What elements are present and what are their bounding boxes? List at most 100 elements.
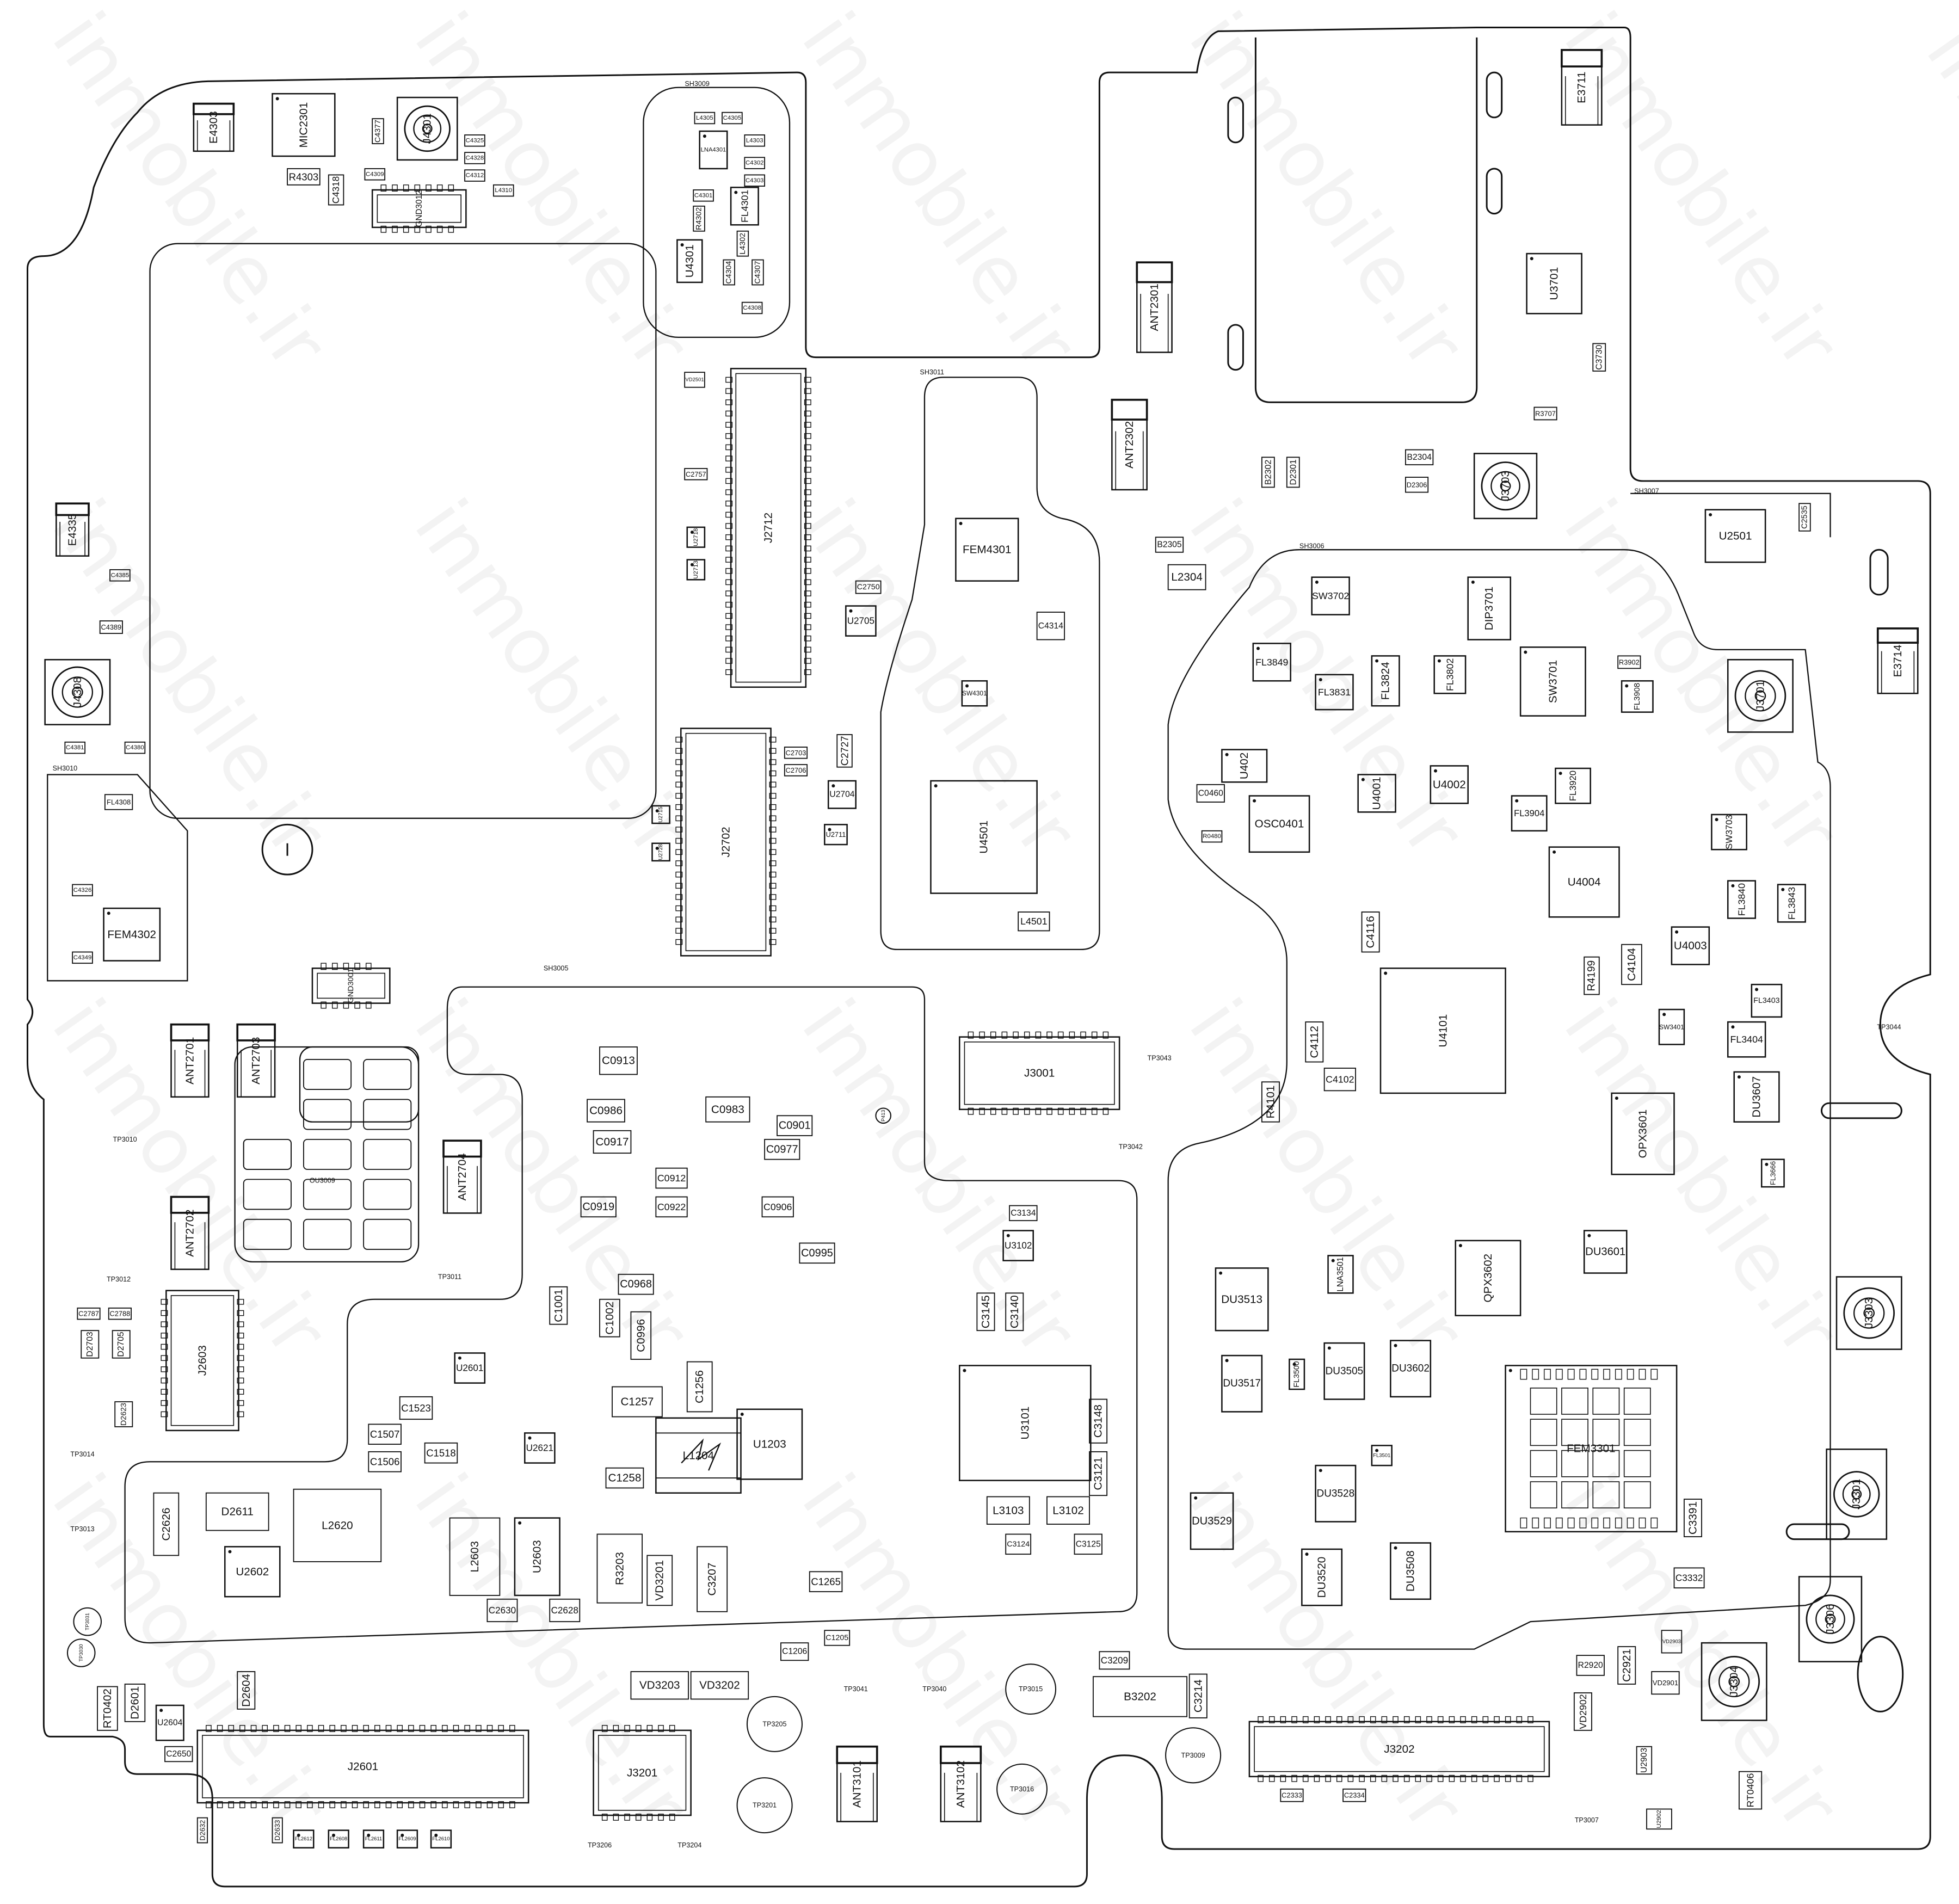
component-j3304: J3304 bbox=[1701, 1642, 1767, 1721]
component-body bbox=[368, 1424, 402, 1445]
test-point-pad bbox=[996, 1763, 1048, 1815]
component-body bbox=[72, 884, 93, 897]
test-point-label: TP3204 bbox=[677, 1841, 701, 1849]
component-label: C4116 bbox=[1364, 916, 1377, 948]
pin bbox=[1046, 1031, 1052, 1039]
pin bbox=[1532, 1369, 1539, 1380]
pin bbox=[804, 377, 811, 383]
component-label: FL4308 bbox=[107, 798, 131, 806]
component-label: GND3012 bbox=[415, 190, 424, 227]
pin1-marker bbox=[1292, 1363, 1296, 1366]
component-u2713: U2713 bbox=[686, 559, 706, 581]
component-body bbox=[449, 1517, 501, 1596]
component-label: DU3607 bbox=[1751, 1076, 1763, 1118]
component-c2706: C2706 bbox=[784, 764, 808, 777]
test-point-label: TP3010 bbox=[113, 1136, 137, 1143]
component-body bbox=[153, 1492, 180, 1556]
component-du3528: DU3528 bbox=[1315, 1464, 1357, 1523]
pin bbox=[430, 1801, 436, 1808]
component-c4377: C4377 bbox=[372, 118, 384, 144]
test-point-label: TP3013 bbox=[70, 1525, 94, 1533]
pin bbox=[804, 478, 811, 484]
pin bbox=[1291, 1774, 1297, 1782]
component-e4303: E4303 bbox=[193, 102, 235, 152]
pin bbox=[363, 1724, 369, 1732]
component-body bbox=[1505, 1365, 1678, 1533]
component-body bbox=[1646, 1808, 1672, 1830]
component-body bbox=[1188, 1673, 1208, 1718]
thermal-pad bbox=[1530, 1419, 1557, 1446]
component-label: FL3666 bbox=[1769, 1161, 1777, 1185]
test-point-tp3011: TP3011 bbox=[438, 1273, 461, 1280]
pin bbox=[1650, 1517, 1658, 1529]
pin1-marker bbox=[1515, 799, 1519, 803]
component-l2304: L2304 bbox=[1167, 564, 1206, 590]
pin bbox=[237, 1411, 244, 1418]
pin bbox=[675, 748, 683, 754]
component-body bbox=[1473, 453, 1538, 520]
pin bbox=[341, 1801, 347, 1808]
component-label: C2921 bbox=[1621, 1649, 1633, 1682]
component-label: U4003 bbox=[1674, 940, 1707, 952]
component-label: C4326 bbox=[73, 887, 92, 894]
pin bbox=[1102, 1107, 1109, 1115]
component-c4349: C4349 bbox=[72, 951, 93, 964]
ground-pad bbox=[243, 1179, 292, 1210]
rf-connector-pin bbox=[1863, 1307, 1875, 1319]
component-d2306: D2306 bbox=[1404, 477, 1429, 493]
pin bbox=[397, 1724, 403, 1732]
watermark-text: inmobile.ir bbox=[397, 0, 707, 385]
component-fl4301: FL4301 bbox=[730, 187, 759, 226]
component-c1257: C1257 bbox=[612, 1386, 663, 1418]
component-label: C0968 bbox=[620, 1278, 652, 1290]
pin bbox=[804, 399, 811, 405]
component-fl3908: FL3908 bbox=[1621, 680, 1654, 713]
component-label: C3134 bbox=[1011, 1209, 1036, 1218]
component-label: C0901 bbox=[779, 1120, 811, 1132]
component-label: C4349 bbox=[73, 954, 92, 961]
pin bbox=[1579, 1369, 1587, 1380]
pin1-marker bbox=[734, 190, 738, 194]
component-d2633: D2633 bbox=[272, 1817, 283, 1844]
pin bbox=[343, 1001, 349, 1009]
pin bbox=[1426, 1774, 1432, 1782]
component-vd3202: VD3202 bbox=[690, 1671, 749, 1700]
component-body bbox=[1315, 1464, 1357, 1523]
component-label: U2603 bbox=[531, 1540, 544, 1573]
component-label: U4004 bbox=[1568, 876, 1601, 888]
component-body bbox=[430, 1829, 452, 1848]
component-fl3920: FL3920 bbox=[1555, 767, 1591, 804]
component-body bbox=[827, 780, 857, 809]
thermal-pad bbox=[1592, 1419, 1620, 1446]
pin1-marker bbox=[828, 828, 831, 831]
component-body bbox=[824, 1630, 851, 1646]
pin bbox=[675, 770, 683, 777]
pin bbox=[1449, 1716, 1455, 1723]
component-label: C1507 bbox=[370, 1428, 400, 1440]
component-j4301: J4301 bbox=[396, 96, 458, 161]
pin bbox=[380, 184, 387, 192]
component-label: B2305 bbox=[1157, 540, 1182, 550]
pin bbox=[1603, 1369, 1610, 1380]
component-label: ANT2701 bbox=[183, 1037, 196, 1085]
component-fl3403: FL3403 bbox=[1751, 983, 1783, 1018]
component-body bbox=[1280, 1788, 1304, 1802]
rf-connector-ring bbox=[1481, 461, 1530, 511]
component-j3703: J3703 bbox=[1473, 453, 1538, 520]
pin bbox=[321, 1001, 326, 1009]
component-c0912: C0912 bbox=[655, 1167, 688, 1189]
component-label: DU3513 bbox=[1221, 1293, 1262, 1305]
component-label: J4301 bbox=[421, 113, 434, 144]
test-point-tp3030: TP3030 bbox=[66, 1638, 96, 1667]
test-point-pad bbox=[1005, 1663, 1057, 1715]
component-gnd3001: GND3001 bbox=[311, 963, 391, 1009]
pin bbox=[804, 455, 811, 461]
pin bbox=[1505, 1716, 1511, 1723]
ground-pad bbox=[363, 1138, 412, 1170]
component-body bbox=[697, 1546, 728, 1612]
pin1-marker bbox=[159, 1709, 163, 1712]
component-label: OPX3601 bbox=[1637, 1110, 1649, 1159]
pin bbox=[725, 422, 733, 428]
pin bbox=[1415, 1774, 1421, 1782]
component-label: U4501 bbox=[978, 821, 990, 854]
